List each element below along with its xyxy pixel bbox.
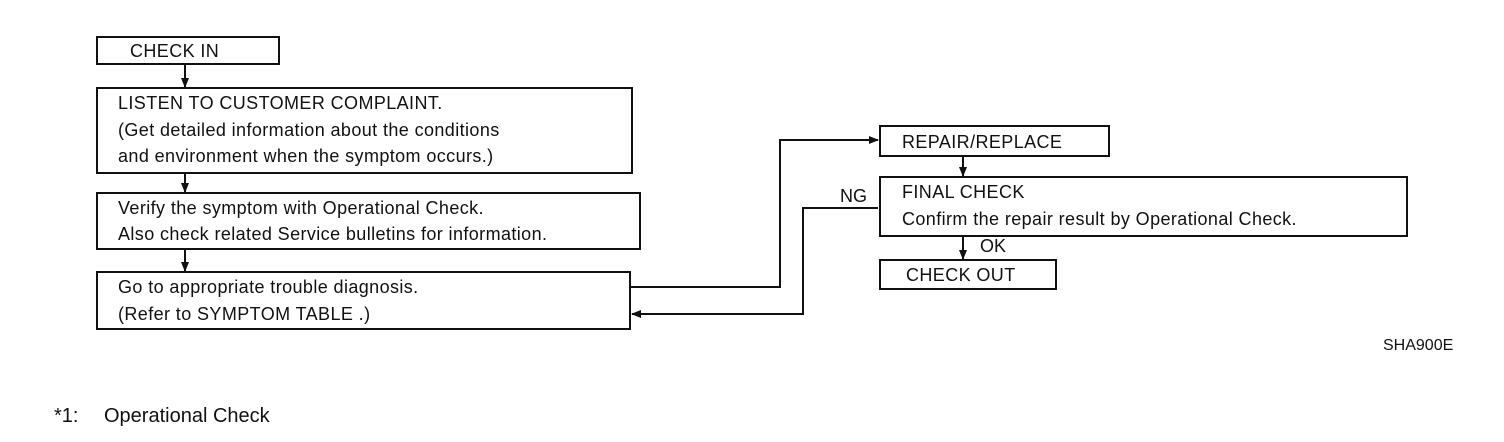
go-to-line-1: Go to appropriate trouble diagnosis. (118, 277, 419, 297)
repair-replace-label: REPAIR/REPLACE (902, 132, 1063, 152)
footnote-text: Operational Check (104, 405, 270, 427)
go-to-diagnosis-box: Go to appropriate trouble diagnosis. (Re… (96, 271, 631, 330)
check-in-box: CHECK IN (96, 36, 280, 65)
final-check-line-1: FINAL CHECK (902, 182, 1025, 202)
footnote-marker: *1: (54, 405, 79, 427)
listen-line-2: (Get detailed information about the cond… (118, 120, 500, 140)
ok-label: OK (980, 236, 1007, 256)
verify-line-2: Also check related Service bulletins for… (118, 224, 548, 244)
verify-line-1: Verify the symptom with Operational Chec… (118, 198, 484, 218)
listen-line-1: LISTEN TO CUSTOMER COMPLAINT. (118, 93, 443, 113)
ng-label: NG (840, 186, 867, 206)
check-out-label: CHECK OUT (906, 265, 1016, 285)
verify-box: Verify the symptom with Operational Chec… (96, 192, 641, 250)
listen-line-3: and environment when the symptom occurs.… (118, 146, 494, 166)
final-check-line-2: Confirm the repair result by Operational… (902, 209, 1297, 229)
check-out-box: CHECK OUT (879, 259, 1057, 290)
listen-box: LISTEN TO CUSTOMER COMPLAINT. (Get detai… (96, 87, 633, 174)
go-to-line-2: (Refer to SYMPTOM TABLE .) (118, 304, 371, 324)
arrow-final-ng-to-goto (631, 207, 878, 318)
repair-replace-box: REPAIR/REPLACE (879, 125, 1110, 157)
final-check-box: FINAL CHECK Confirm the repair result by… (879, 176, 1408, 237)
arrow-goto-to-repair (630, 136, 879, 288)
check-in-label: CHECK IN (130, 41, 220, 61)
figure-code: SHA900E (1383, 337, 1454, 354)
